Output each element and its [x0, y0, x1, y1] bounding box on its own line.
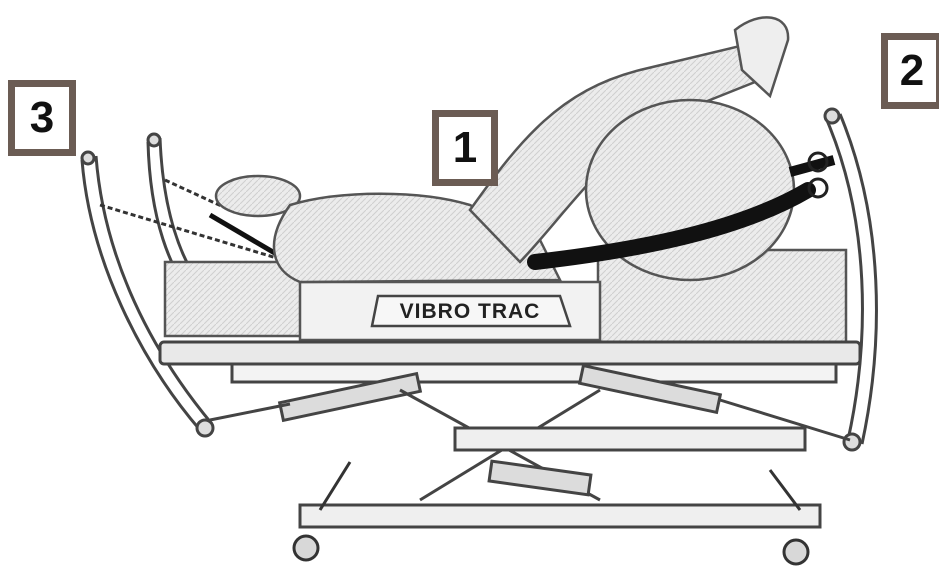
caster-right	[784, 540, 808, 564]
callout-3-label: 3	[30, 96, 54, 140]
callout-3-marker: 3	[8, 80, 76, 156]
callout-2-marker: 2	[881, 33, 939, 109]
callout-1-label: 1	[453, 126, 477, 170]
brand-label: VIBRO TRAC	[400, 300, 541, 323]
callout-2-label: 2	[900, 49, 924, 93]
bed-deck	[160, 342, 860, 382]
callout-1-marker: 1	[432, 110, 498, 186]
caster-left	[294, 536, 318, 560]
brand-panel: VIBRO TRAC	[372, 296, 570, 326]
